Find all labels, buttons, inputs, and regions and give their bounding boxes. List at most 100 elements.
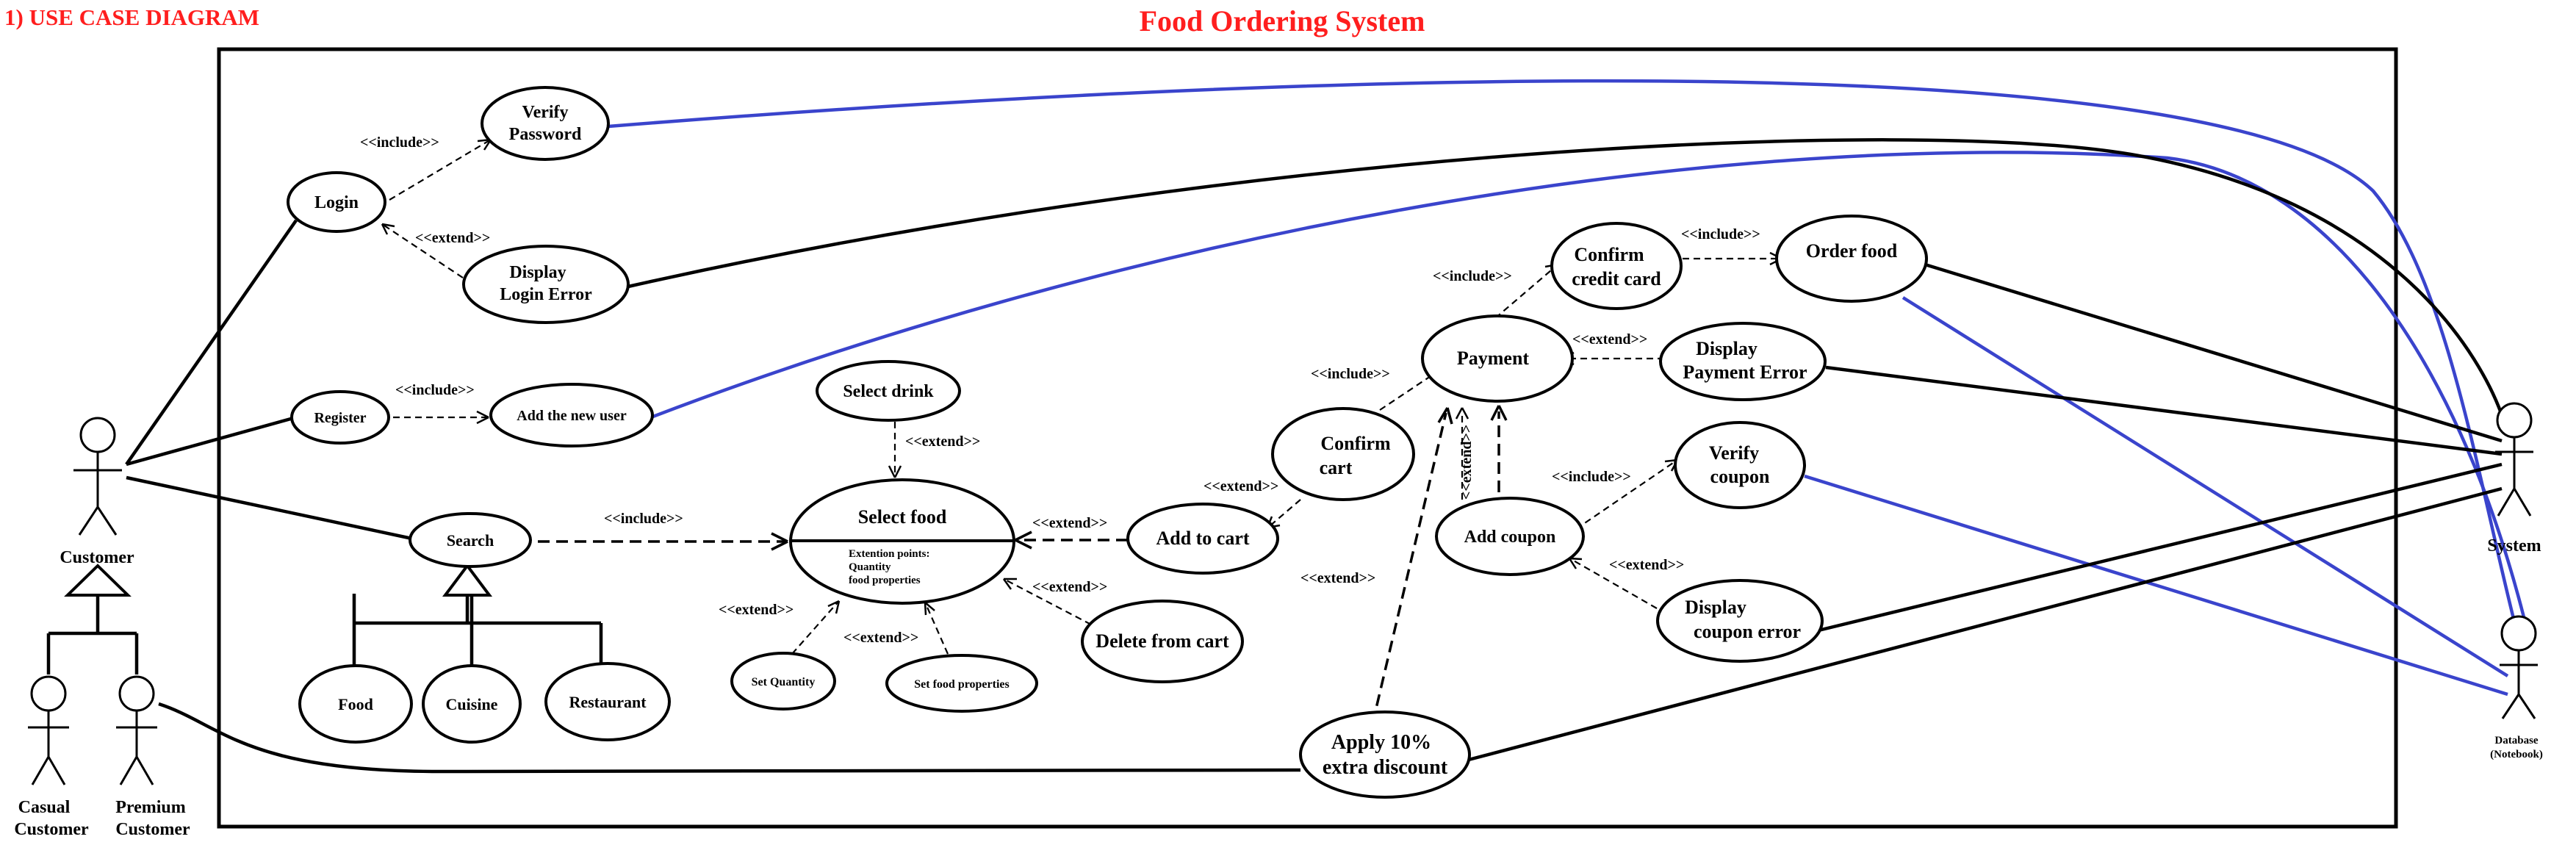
svg-text:Add the new user: Add the new user [517, 408, 627, 424]
svg-text:Display: Display [509, 263, 566, 282]
actor-system[interactable] [2495, 402, 2533, 517]
stereo-include-register: <<include>> [395, 382, 475, 398]
actor-casual-customer[interactable] [28, 675, 69, 785]
actor-customer-label: Customer [60, 548, 134, 567]
use-case-confirm-credit-card[interactable]: Confirm credit card [1550, 222, 1683, 310]
actor-casual-label-2: Customer [14, 820, 89, 839]
svg-text:Confirm: Confirm [1320, 433, 1391, 454]
actor-casual-label-1: Casual [18, 798, 71, 817]
assoc-discount-system [1465, 486, 2503, 763]
svg-text:Payment Error: Payment Error [1683, 361, 1807, 383]
svg-text:Verify: Verify [522, 103, 568, 122]
svg-text:Display: Display [1696, 338, 1757, 359]
arrowhead [1015, 530, 1032, 550]
arrowhead [1437, 407, 1453, 425]
assoc-login-error-system [627, 138, 2508, 427]
use-case-restaurant[interactable]: Restaurant [544, 662, 671, 741]
actor-database-label-1: Database [2494, 735, 2539, 747]
use-case-display-login-error[interactable]: Display Login Error [462, 245, 630, 324]
svg-text:Select food: Select food [858, 506, 947, 528]
arrowhead [476, 410, 489, 425]
actor-database-label-2: (Notebook) [2490, 749, 2543, 760]
assoc-customer-register [126, 415, 297, 467]
system-title: Food Ordering System [1140, 4, 1425, 37]
use-case-register[interactable]: Register [290, 390, 390, 445]
stereo-extend-quantity: <<extend>> [719, 602, 794, 618]
svg-text:food properties: food properties [849, 575, 921, 586]
dep-login-verify [389, 139, 492, 201]
svg-text:extra discount: extra discount [1323, 756, 1448, 779]
svg-text:Cuisine: Cuisine [446, 695, 498, 713]
stereo-extend-drink: <<extend>> [905, 434, 980, 450]
dep-quantity-food [791, 602, 838, 655]
dep-delete-food [1006, 580, 1092, 625]
dep-error-login [381, 223, 464, 278]
svg-text:Login Error: Login Error [500, 285, 592, 304]
generalization-triangle-customer [64, 564, 132, 597]
use-case-verify-coupon[interactable]: Verify coupon [1674, 421, 1806, 509]
use-case-verify-password[interactable]: Verify Password [481, 86, 610, 161]
use-case-display-payment-error[interactable]: Display Payment Error [1659, 322, 1827, 401]
use-case-delete-from-cart[interactable]: Delete from cart [1081, 600, 1244, 683]
svg-text:credit card: credit card [1572, 268, 1661, 289]
use-case-login[interactable]: Login [287, 171, 386, 233]
assoc-customer-search [126, 475, 420, 542]
assoc-payment-error-system [1825, 365, 2503, 456]
dep-confirm-cart [1269, 499, 1301, 527]
svg-text:Restaurant: Restaurant [569, 693, 647, 711]
dep-coupon-verify [1575, 461, 1676, 530]
use-case-confirm-cart[interactable]: Confirm cart [1271, 407, 1415, 501]
arrowhead [1455, 407, 1469, 420]
stereo-include-credit: <<include>> [1681, 226, 1760, 242]
svg-text:Display: Display [1685, 597, 1746, 618]
stereo-extend-properties: <<extend>> [843, 630, 918, 646]
use-case-set-quantity[interactable]: Set Quantity [730, 652, 836, 710]
stereo-extend-couponerror: <<extend>> [1609, 557, 1684, 573]
stereo-extend-cart: <<extend>> [1032, 515, 1107, 531]
stereo-extend-payerror: <<extend>> [1572, 331, 1647, 348]
stereo-include-login: <<include>> [360, 134, 439, 151]
use-case-add-new-user[interactable]: Add the new user [489, 383, 654, 447]
stereo-extend-login: <<extend>> [415, 230, 490, 246]
stereo-extend-confirm-cart: <<extend>> [1204, 478, 1278, 494]
arrowhead [1002, 578, 1017, 590]
use-case-set-food-properties[interactable]: Set food properties [885, 654, 1038, 713]
svg-text:Quantity: Quantity [849, 561, 891, 573]
actor-database[interactable] [2500, 615, 2538, 719]
use-case-add-to-cart[interactable]: Add to cart [1126, 503, 1279, 575]
svg-text:Delete from cart: Delete from cart [1095, 630, 1229, 652]
svg-text:coupon error: coupon error [1694, 621, 1801, 642]
actor-premium-customer[interactable] [116, 675, 157, 785]
svg-text:Password: Password [509, 125, 582, 144]
use-case-select-drink[interactable]: Select drink [816, 360, 961, 422]
actor-customer[interactable] [73, 417, 122, 536]
use-case-display-coupon-error[interactable]: Display coupon error [1656, 579, 1824, 663]
arrowhead [1490, 405, 1508, 421]
assoc-verify-coupon-database [1804, 474, 2508, 697]
use-case-search[interactable]: Search [409, 512, 532, 568]
svg-text:coupon: coupon [1710, 466, 1770, 487]
stereo-include-search: <<include>> [604, 511, 683, 527]
svg-text:Register: Register [314, 410, 366, 426]
assoc-coupon-error-system [1818, 462, 2503, 633]
use-case-order-food[interactable]: Order food [1775, 215, 1928, 303]
assoc-premium-discount [158, 702, 1301, 774]
svg-text:Extention points:: Extention points: [849, 548, 929, 560]
svg-text:Apply 10%: Apply 10% [1331, 731, 1431, 754]
arrowhead [827, 600, 841, 614]
assoc-add-user-database [631, 151, 2526, 618]
dep-properties-food [924, 603, 949, 655]
stereo-include-payment: <<include>> [1433, 268, 1512, 284]
use-case-apply-discount[interactable]: Apply 10% extra discount [1299, 710, 1471, 799]
use-case-payment[interactable]: Payment [1421, 314, 1574, 403]
section-label: 1) USE CASE DIAGRAM [4, 4, 259, 30]
arrowhead [771, 532, 788, 551]
svg-text:Search: Search [447, 531, 494, 550]
use-case-select-food[interactable]: Select food Extention points: Quantity f… [789, 478, 1015, 605]
use-case-food[interactable]: Food [298, 664, 413, 744]
use-case-add-coupon[interactable]: Add coupon [1435, 497, 1585, 576]
arrowhead [924, 602, 935, 616]
use-case-cuisine[interactable]: Cuisine [422, 664, 522, 744]
generalization-triangle-search [442, 563, 492, 597]
